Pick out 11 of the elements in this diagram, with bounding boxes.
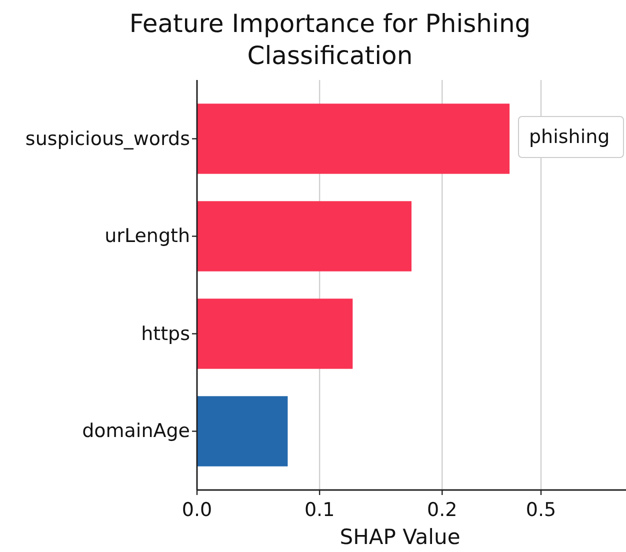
tick-label: 0.0 (180, 498, 214, 522)
tick-label: 0.2 (426, 498, 458, 522)
chart-title: Feature Importance for Phishing Classification (128, 8, 532, 72)
category-label: domainAge (82, 419, 190, 444)
category-label: urLength (104, 224, 190, 248)
axis-title: SHAP Value (338, 524, 462, 550)
category-label: suspicious_words (25, 126, 190, 151)
tick-label: 0.1 (303, 498, 336, 522)
category-label: https (141, 322, 190, 346)
legend-label: phishing (529, 125, 610, 149)
tick-label: 0.5 (524, 498, 558, 522)
